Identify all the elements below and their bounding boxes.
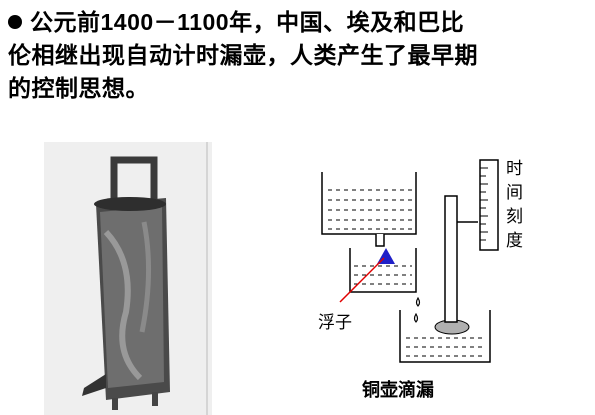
heading-line2: 伦相继出现自动计时漏壶，人类产生了最早期 — [8, 43, 478, 69]
water-drop-icon — [413, 312, 419, 323]
water-drop-icon — [415, 296, 421, 307]
clepsydra-photo-image — [44, 142, 212, 415]
heading-line3: 的控制思想。 — [8, 76, 149, 102]
bullet-icon — [8, 15, 22, 29]
heading-prefix: 公元前 — [30, 10, 101, 36]
float-label: 浮子 — [318, 313, 352, 333]
water-clock-svg: 时 间 刻 度 浮子 铜壶滴漏 — [318, 159, 523, 401]
heading-year-end: 1100 — [177, 9, 230, 35]
diagram-caption: 铜壶滴漏 — [362, 379, 434, 401]
scale-label-char: 刻 — [506, 207, 523, 227]
time-scale: 时 间 刻 度 — [479, 159, 523, 251]
lower-vessel — [399, 195, 491, 363]
water-clock-diagram: 时 间 刻 度 浮子 铜壶滴漏 — [300, 150, 595, 415]
indicator-rod — [444, 195, 458, 323]
scale-label-char: 度 — [506, 231, 523, 251]
heading-dash: － — [153, 10, 178, 36]
scale-label-char: 时 — [506, 159, 523, 179]
scale-label-char: 间 — [506, 183, 523, 203]
middle-vessel — [349, 248, 421, 323]
slide-heading: 公元前1400－1100年，中国、埃及和巴比 伦相继出现自动计时漏壶，人类产生了… — [8, 6, 588, 106]
heading-line1-rest: 年，中国、埃及和巴比 — [229, 10, 465, 36]
heading-year-start: 1400 — [100, 9, 154, 35]
upper-vessel — [321, 172, 417, 247]
bronze-clepsydra-photo — [44, 142, 212, 415]
float-leader-line — [339, 257, 385, 303]
